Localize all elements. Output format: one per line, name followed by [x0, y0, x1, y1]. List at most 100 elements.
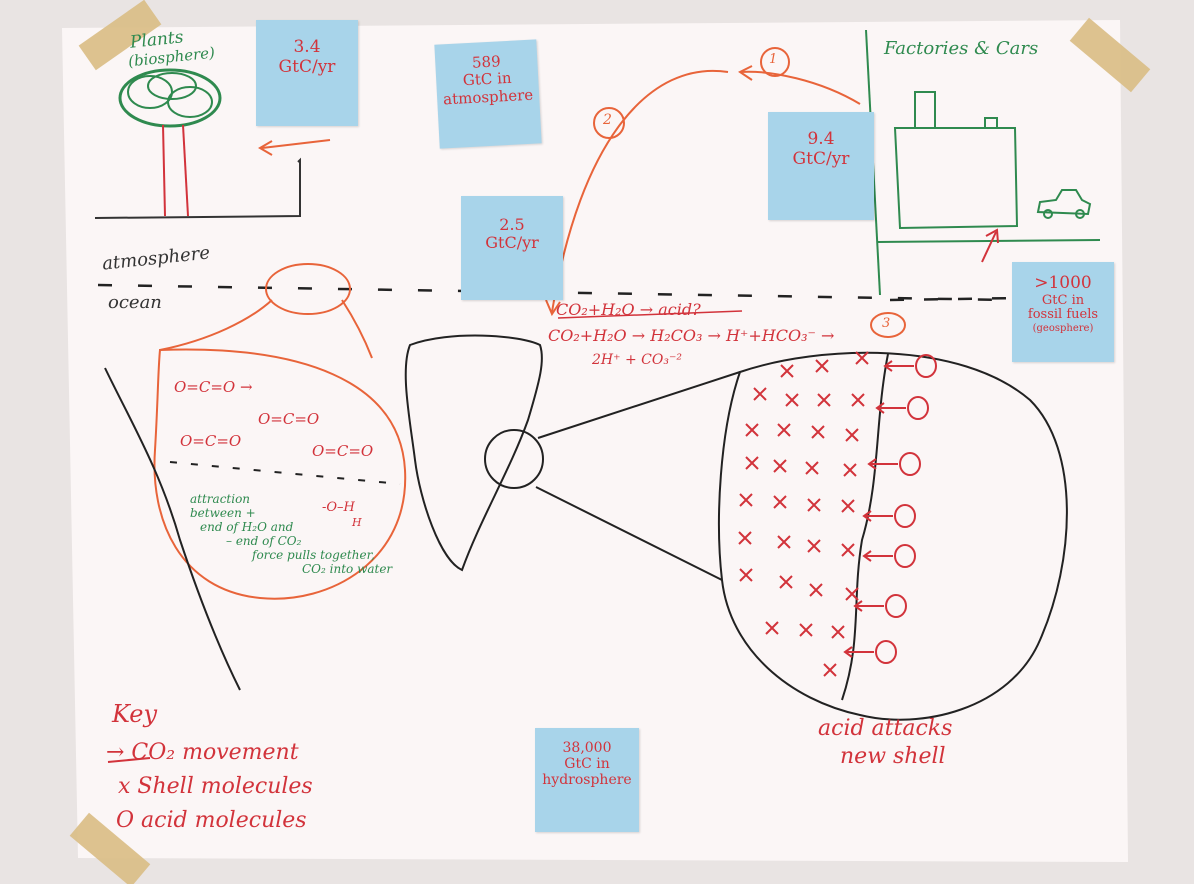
tree-icon	[118, 68, 222, 217]
sticky-note-hydrosphere: 38,000 GtC in hydrosphere	[535, 728, 639, 832]
acid-molecule-o	[915, 354, 937, 378]
acid-molecule-o	[875, 640, 897, 664]
note-unit: GtC in	[564, 756, 610, 773]
note-sphere: (geosphere)	[1032, 323, 1094, 335]
acid-attack-arrow	[862, 510, 893, 522]
sticky-note-fossil-fuels: >1000 GtC in fossil fuels (geosphere)	[1012, 262, 1114, 362]
water-molecule-h: H	[352, 516, 362, 529]
attraction-line-6: CO₂ into water	[302, 562, 393, 576]
shell-molecule-x	[823, 663, 837, 677]
attraction-line-4: – end of CO₂	[226, 534, 302, 548]
note-unit: GtC/yr	[278, 56, 336, 77]
sticky-note-ocean-flux: 2.5 GtC/yr	[461, 196, 563, 300]
tape-bottom-left	[69, 812, 151, 884]
co2-molecule-1: O=C=O →	[174, 378, 253, 396]
acid-attack-arrow	[883, 360, 914, 372]
shell-surface-line	[841, 353, 889, 701]
key-title: Key	[112, 700, 158, 728]
acid-molecule-o	[907, 396, 929, 420]
attraction-line-3: end of H₂O and	[200, 520, 294, 534]
coastline	[104, 367, 241, 691]
step-3-circle	[870, 312, 906, 338]
note-value: 9.4	[807, 129, 835, 149]
shell-molecule-x	[739, 493, 753, 507]
shell-molecule-x	[785, 393, 799, 407]
note-unit: GtC/yr	[792, 148, 850, 169]
shell-molecule-x	[773, 459, 787, 473]
water-molecule: -O–H	[322, 500, 355, 515]
equation-line-3: 2H⁺ + CO₃⁻²	[592, 352, 682, 368]
acid-attacks-label: acid attacks	[818, 716, 953, 741]
shell-molecule-x	[780, 364, 794, 378]
shell-molecule-x	[799, 623, 813, 637]
shell-molecule-x	[745, 456, 759, 470]
new-shell-label: new shell	[840, 744, 946, 769]
ocean-label: ocean	[108, 292, 162, 313]
note-unit: GtC/yr	[485, 233, 539, 253]
acid-attack-arrow	[853, 600, 884, 612]
shell-molecules	[738, 351, 869, 677]
shell-molecule-x	[831, 625, 845, 639]
shell-molecule-x	[841, 499, 855, 513]
key-shell-molecules: x Shell molecules	[118, 774, 313, 799]
attraction-note: attraction between + end of H₂O and – en…	[190, 492, 392, 576]
tape-top-left	[78, 0, 162, 71]
shell-molecule-x	[811, 425, 825, 439]
shell-molecule-x	[777, 423, 791, 437]
note-value: 38,000	[562, 740, 612, 756]
attraction-line-2: between +	[190, 506, 256, 520]
equation-line-2: CO₂+H₂O → H₂CO₃ → H⁺+HCO₃⁻ →	[548, 326, 835, 345]
attraction-line-5: force pulls together,	[252, 548, 375, 562]
acid-attack-arrow	[843, 646, 874, 658]
acid-molecule-o	[885, 594, 907, 618]
step-2-label: 2	[603, 112, 612, 128]
shell-drawing	[404, 334, 543, 572]
co2-molecule-3: O=C=O	[180, 432, 242, 450]
ocean-surface-line	[97, 283, 1011, 302]
shell-molecule-x	[809, 583, 823, 597]
co2-molecule-2: O=C=O	[258, 410, 320, 428]
note-unit: GtC in	[1041, 292, 1085, 308]
note-location: fossil fuels	[1027, 307, 1099, 323]
acid-attack-arrow	[875, 402, 906, 414]
acid-attack-arrow	[867, 458, 898, 470]
key-co2-movement: → CO₂ movement	[106, 740, 299, 765]
shell-molecule-x	[753, 387, 767, 401]
step-2-circle	[593, 107, 625, 139]
shell-molecule-x	[845, 428, 859, 442]
step-3-label: 3	[882, 316, 891, 331]
shell-molecule-x	[765, 621, 779, 635]
shell-molecule-x	[841, 543, 855, 557]
shell-molecule-x	[843, 463, 857, 477]
arrow-step-1	[739, 70, 861, 105]
shell-molecule-x	[738, 531, 752, 545]
shell-molecule-x	[815, 359, 829, 373]
key-acid-molecules: O acid molecules	[116, 808, 307, 833]
arrow-to-plants	[261, 139, 331, 149]
shell-molecule-x	[779, 575, 793, 589]
note-value: >1000	[1034, 273, 1092, 293]
shell-zoom-circle	[484, 429, 544, 489]
shell-molecule-x	[739, 568, 753, 582]
shell-molecule-x	[851, 393, 865, 407]
shell-molecule-x	[855, 351, 869, 365]
sticky-note-plants-flux: 3.4 GtC/yr	[256, 20, 358, 126]
sticky-note-factory-flux: 9.4 GtC/yr	[768, 112, 874, 220]
acid-attack-arrow	[862, 550, 893, 562]
acid-molecule-o	[894, 544, 916, 568]
shell-molecule-x	[805, 461, 819, 475]
equation-line-1: CO₂+H₂O → acid?	[556, 300, 701, 319]
note-location: hydrosphere	[542, 772, 632, 789]
zoom-bubble	[153, 263, 407, 600]
shell-molecule-x	[845, 587, 859, 601]
factory-emission-arrow	[981, 231, 997, 263]
sticky-note-atmosphere: 589 GtC in atmosphere	[434, 39, 542, 149]
shell-molecule-x	[773, 495, 787, 509]
shell-molecule-x	[745, 423, 759, 437]
shell-molecule-x	[817, 393, 831, 407]
shell-zoom-detail	[718, 351, 1068, 721]
attraction-line-1: attraction	[190, 492, 251, 506]
plants-box-line	[94, 157, 301, 219]
step-1-label: 1	[769, 52, 778, 67]
